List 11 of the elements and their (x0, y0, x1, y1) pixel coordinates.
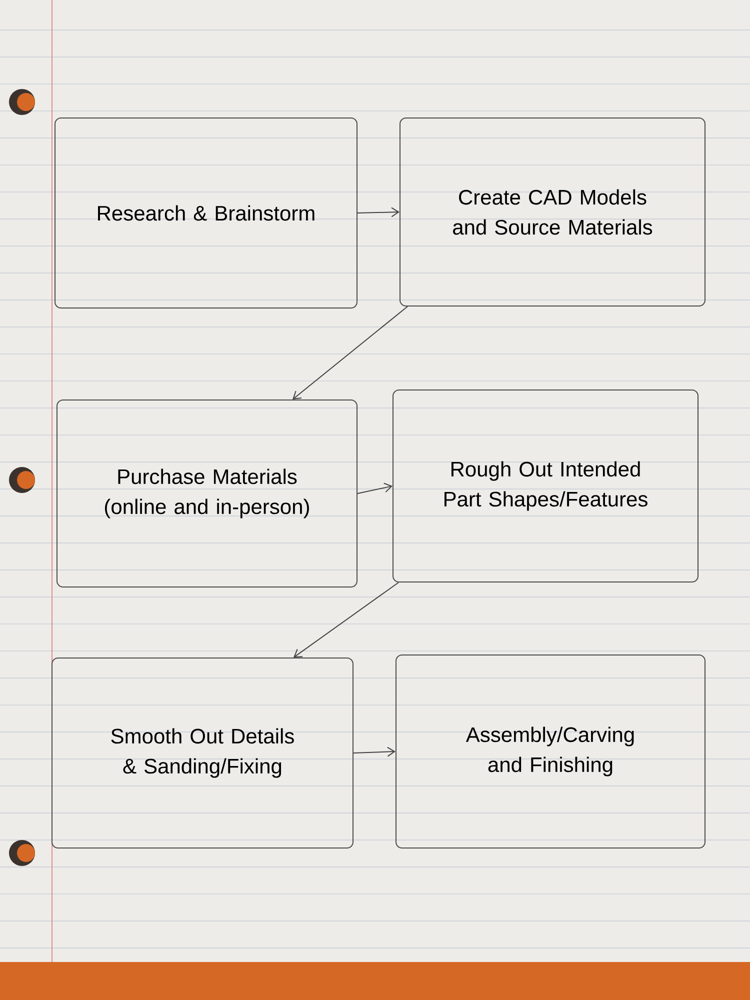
process-box: Rough Out Intended Part Shapes/Features (392, 390, 698, 582)
arrow (353, 746, 396, 757)
process-box: Research & Brainstorm (54, 118, 358, 308)
process-box: Create CAD Models and Source Materials (400, 118, 706, 306)
arrow (357, 207, 400, 218)
arrow (292, 306, 408, 400)
arrow (357, 482, 392, 494)
process-box: Purchase Materials (online and in-person) (56, 400, 358, 588)
process-box: Assembly/Carving and Finishing (396, 654, 706, 848)
process-box: Smooth Out Details & Sanding/Fixing (52, 658, 354, 848)
arrow (294, 582, 399, 658)
